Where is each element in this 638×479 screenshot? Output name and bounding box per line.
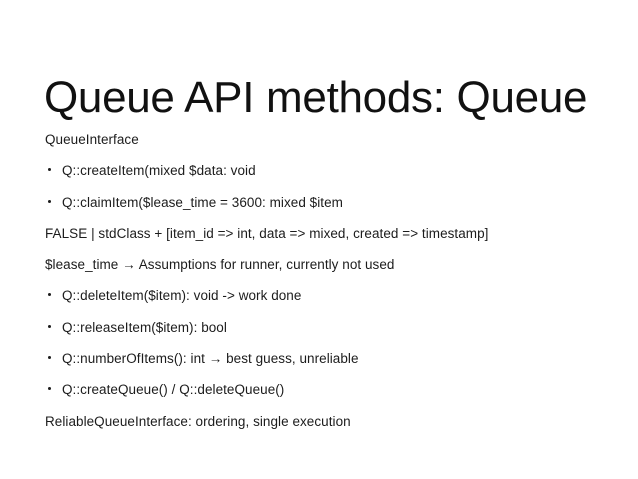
line-text: Q::deleteItem($item): void -> work done (62, 288, 302, 304)
line-text: FALSE | stdClass + [item_id => int, data… (45, 225, 489, 241)
bullet-icon (48, 293, 51, 297)
list-item: Q::numberOfItems(): int → best guess, un… (45, 350, 605, 367)
bullet-icon (48, 356, 51, 360)
line-text: Q::releaseItem($item): bool (62, 319, 227, 335)
list-item: QueueInterface (45, 131, 605, 148)
list-item: Q::createItem(mixed $data: void (45, 162, 605, 179)
bullet-icon (48, 168, 51, 172)
line-text: Q::createQueue() / Q::deleteQueue() (62, 382, 285, 398)
list-item: $lease_time → Assumptions for runner, cu… (45, 256, 605, 273)
line-text: Q::claimItem($lease_time = 3600: mixed $… (62, 194, 343, 210)
bullet-icon (48, 199, 51, 203)
list-item: Q::deleteItem($item): void -> work done (45, 287, 605, 304)
line-text: QueueInterface (45, 132, 139, 147)
list-item: ReliableQueueInterface: ordering, single… (45, 413, 605, 430)
list-item: Q::releaseItem($item): bool (45, 319, 605, 336)
list-item: Q::claimItem($lease_time = 3600: mixed $… (45, 194, 605, 211)
line-text: ReliableQueueInterface: ordering, single… (45, 413, 351, 429)
line-text: Q::createItem(mixed $data: void (62, 163, 256, 179)
bullet-icon (48, 324, 51, 328)
list-item: Q::createQueue() / Q::deleteQueue() (45, 381, 605, 398)
bullet-icon (48, 387, 51, 391)
line-text: $lease_time → Assumptions for runner, cu… (45, 257, 395, 273)
page-title: Queue API methods: Queue (44, 73, 588, 123)
line-text: Q::numberOfItems(): int → best guess, un… (62, 351, 359, 367)
list-item: FALSE | stdClass + [item_id => int, data… (45, 225, 605, 242)
slide-body: QueueInterface Q::createItem(mixed $data… (45, 131, 605, 430)
